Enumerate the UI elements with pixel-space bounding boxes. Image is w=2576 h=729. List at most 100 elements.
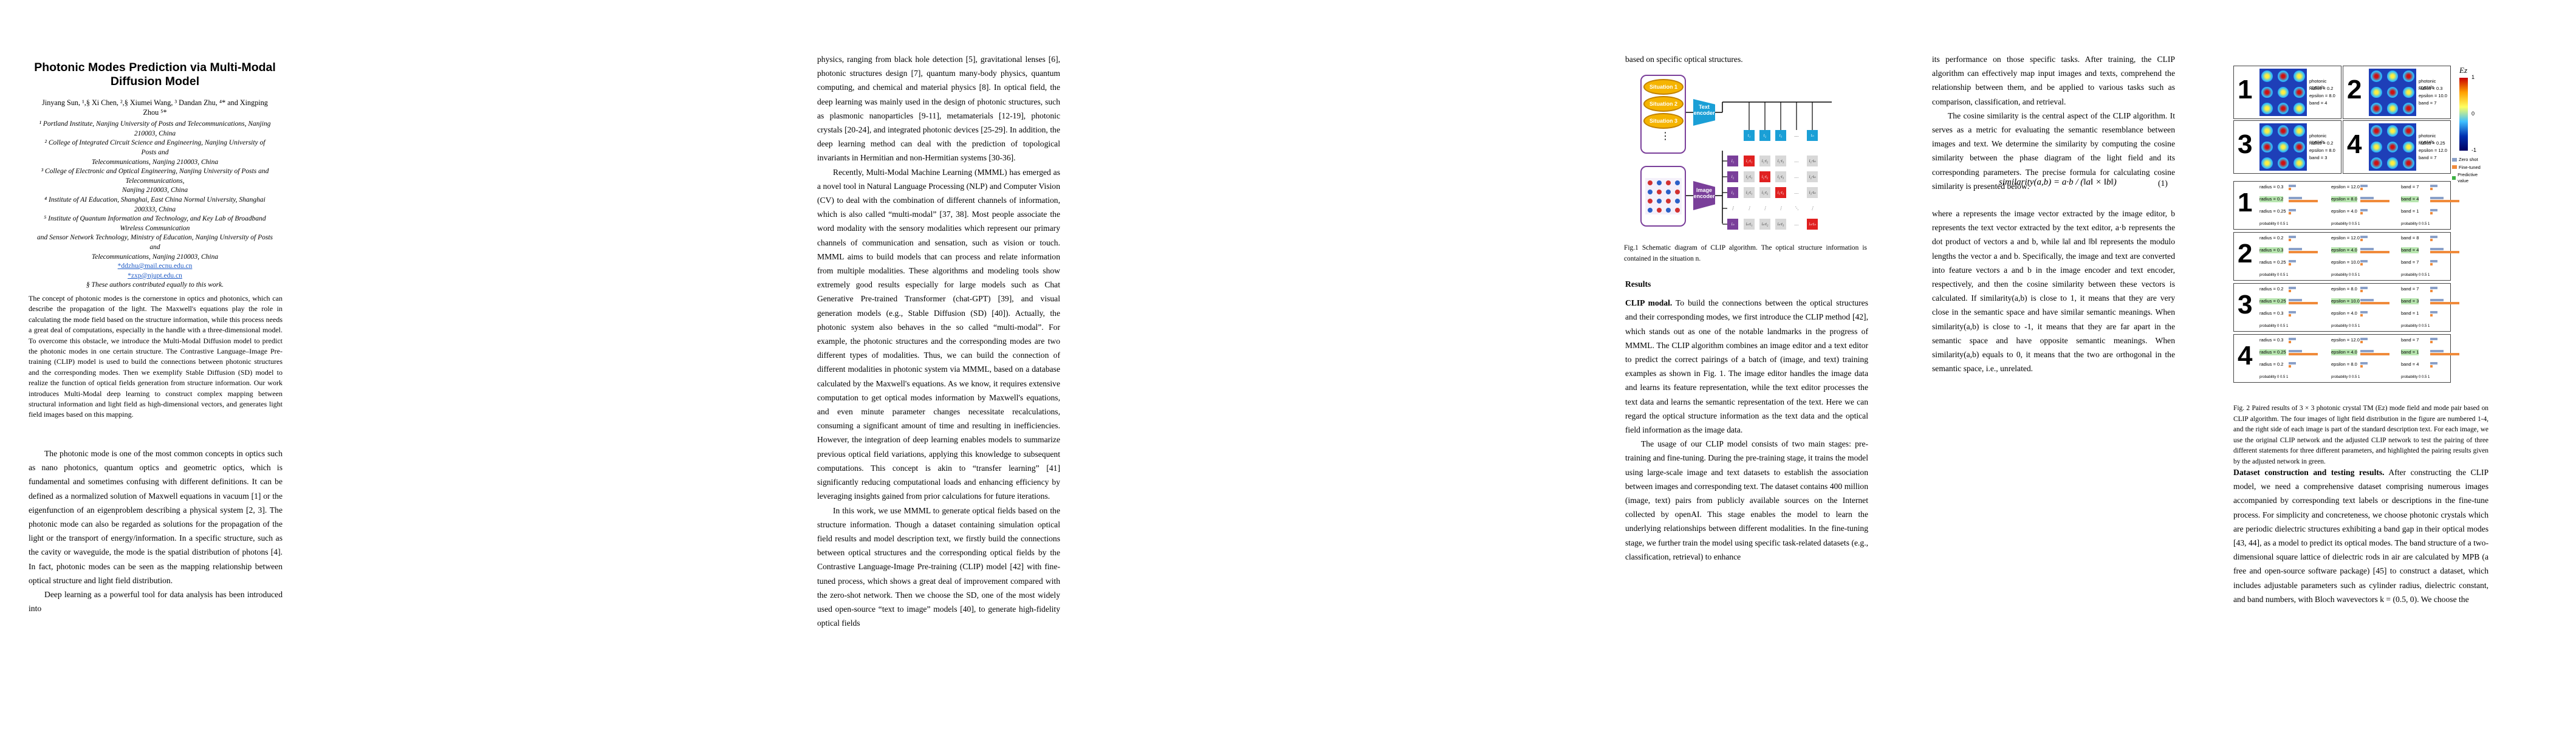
equation-number: (1) (2158, 179, 2168, 188)
fine-tuned-bar (2430, 200, 2459, 202)
figure-1-caption: Fig.1 Schematic diagram of CLIP algorith… (1624, 244, 1867, 262)
mode-field-image (2259, 123, 2307, 171)
fine-tuned-bar (2289, 251, 2318, 253)
section-heading: Results (1625, 279, 1651, 289)
field-lobe (2261, 70, 2273, 82)
fine-tuned-bar (2430, 212, 2433, 214)
paragraph: Dataset construction and testing results… (2233, 465, 2489, 606)
zero-shot-bar (2430, 362, 2437, 364)
field-lobe (2371, 157, 2382, 169)
legend-swatch (2452, 165, 2457, 169)
candidate-statement: epsilon = 10.0 (2331, 298, 2360, 304)
text-feature-cell: tₙ (1807, 130, 1818, 141)
field-lobe (1675, 208, 1680, 213)
candidate-statement: epsilon = 10.0 (2331, 259, 2360, 265)
text-column-left: its performance on those specific tasks.… (1932, 52, 2175, 193)
fine-tuned-bar (2430, 353, 2459, 355)
probability-axis: probability 0 0.5 1 (2401, 273, 2430, 277)
page-1: Photonic Modes Prediction via Multi-Moda… (0, 0, 608, 729)
panel-description: band = 4 (2309, 100, 2328, 106)
fine-tuned-bar (2360, 365, 2363, 368)
fine-tuned-bar (2360, 341, 2363, 343)
zero-shot-bar (2289, 362, 2296, 364)
probability-axis: probability 0 0.5 1 (2259, 222, 2289, 226)
image-box (1640, 166, 1686, 227)
zero-shot-bar (2430, 311, 2437, 313)
zero-shot-bar (2430, 236, 2437, 238)
fine-tuned-bar (2430, 188, 2433, 190)
text-feature-cell: t₃ (1775, 130, 1786, 141)
subsection-heading: Dataset construction and testing results… (2233, 468, 2385, 477)
diagram-connectors (1686, 101, 1832, 225)
field-lobe (1648, 180, 1653, 185)
candidate-statement: radius = 0.3 (2259, 337, 2284, 343)
cosine-similarity-equation: similarity(a,b) = a·b / (‖a‖ × ‖b‖) (1999, 177, 2117, 187)
field-lobe (2403, 157, 2414, 169)
situation-ellipse: Situation 2 (1643, 96, 1684, 112)
fine-tuned-bar (2360, 263, 2363, 265)
similarity-matrix-cell: iₙ·tₙ (1807, 219, 1818, 230)
paragraph: its performance on those specific tasks.… (1932, 55, 2175, 106)
field-lobe (2371, 70, 2382, 82)
colorbar-tick: 1 (2472, 74, 2475, 80)
panel-number: 2 (2347, 75, 2362, 104)
probability-axis: probability 0 0.5 1 (2259, 324, 2289, 328)
zero-shot-bar (2360, 236, 2368, 238)
colorbar-tick: -1 (2472, 147, 2477, 153)
fine-tuned-bar (2430, 341, 2433, 343)
paragraph-text: After constructing the CLIP model, we ne… (2233, 468, 2489, 604)
subsection-heading: CLIP modal. (1625, 298, 1673, 308)
field-lobe (2261, 86, 2273, 98)
probability-axis: probability 0 0.5 1 (2331, 222, 2360, 226)
paragraph: The photonic mode is one of the most com… (29, 449, 283, 585)
zero-shot-bar (2289, 299, 2302, 301)
fine-tuned-bar (2360, 290, 2363, 292)
field-lobe (1648, 199, 1653, 204)
affiliation: and Sensor Network Technology, Ministry … (36, 234, 273, 251)
field-lobe (1648, 208, 1653, 213)
fine-tuned-bar (2360, 353, 2389, 355)
zero-shot-bar (2360, 260, 2368, 262)
fine-tuned-bar (2360, 239, 2363, 241)
candidate-statement: radius = 0.3 (2259, 247, 2284, 253)
candidate-statement: epsilon = 12.0 (2331, 337, 2360, 343)
abstract: The concept of photonic modes is the cor… (29, 294, 283, 419)
email-link[interactable]: *ddzhu@mail.ecnu.edu.cn (117, 262, 193, 270)
legend-swatch (2452, 157, 2457, 162)
similarity-matrix-cell: i₃·tₙ (1807, 187, 1818, 198)
probability-axis: probability 0 0.5 1 (2401, 375, 2430, 379)
field-lobe (1675, 190, 1680, 194)
similarity-matrix-cell: ⋮ (1778, 206, 1783, 211)
field-lobe (2277, 103, 2289, 114)
candidate-statement: epsilon = 8.0 (2331, 361, 2357, 367)
zero-shot-bar (2360, 185, 2368, 187)
email-link[interactable]: *zxp@njupt.edu.cn (128, 272, 182, 279)
panel-description: band = 3 (2309, 155, 2328, 160)
zero-shot-bar (2360, 362, 2368, 364)
panel-description: radius = 0.3 (2419, 86, 2443, 91)
similarity-matrix-cell: i₁·t₃ (1775, 156, 1786, 166)
colorbar (2459, 78, 2468, 151)
image-feature-cell: ⋮ (1730, 206, 1735, 211)
legend: Zero shot Fine-tuned Predictive value (2452, 157, 2482, 183)
text-column: physics, ranging from black hole detecti… (817, 52, 1060, 630)
situation-ellipse: Situation 1 (1643, 79, 1684, 95)
similarity-matrix-cell: … (1794, 159, 1799, 163)
affiliation: ³ College of Electronic and Optical Engi… (41, 168, 269, 185)
similarity-matrix-cell: iₙ·t₃ (1775, 219, 1786, 230)
field-lobe (1657, 199, 1662, 204)
field-lobe (2277, 70, 2289, 82)
candidate-statement: radius = 0.2 (2259, 196, 2284, 202)
candidate-statement: radius = 0.2 (2259, 235, 2284, 241)
fine-tuned-bar (2289, 212, 2291, 214)
zero-shot-bar (2430, 338, 2437, 340)
panel-description: radius = 0.2 (2309, 140, 2334, 146)
field-lobe (2386, 103, 2399, 114)
page-4: its performance on those specific tasks.… (1932, 0, 2540, 729)
candidate-statement: epsilon = 12.0 (2331, 184, 2360, 190)
optical-field-thumbnail-icon (1645, 178, 1682, 214)
zero-shot-bar (2289, 236, 2296, 238)
similarity-matrix-cell: i₃·t₁ (1744, 187, 1755, 198)
zero-shot-bar (2360, 287, 2368, 289)
field-lobe (2386, 125, 2399, 137)
